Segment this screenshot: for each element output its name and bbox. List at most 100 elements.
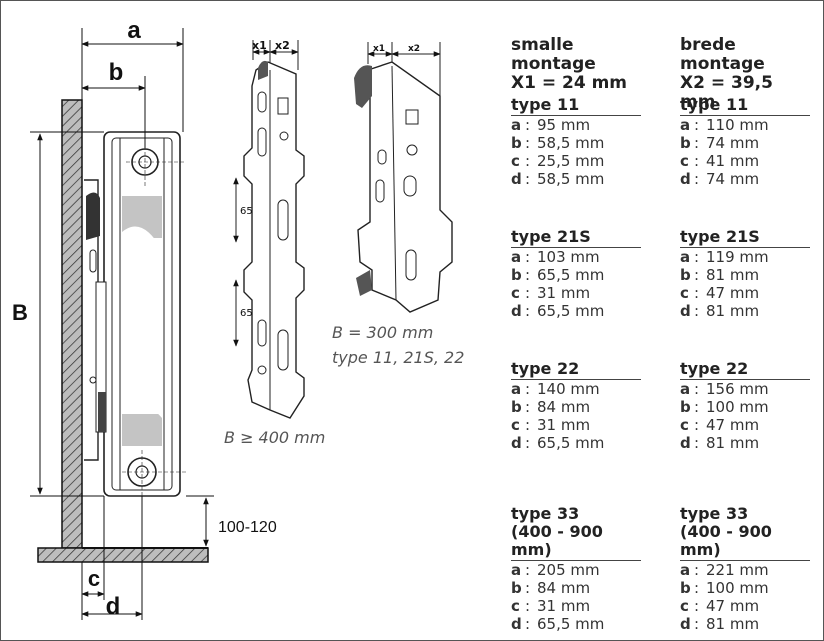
dimension-value: 100 mm <box>706 579 769 597</box>
spec-column-narrow: smalle montage X1 = 24 mm <box>511 36 641 93</box>
column-heading: brede montage <box>680 35 765 74</box>
separator: : <box>525 398 531 416</box>
dim-65-bottom: 65 <box>240 308 253 319</box>
dimension-row: b:100 mm <box>680 398 810 416</box>
dimension-key: d <box>680 302 691 320</box>
wall-floor <box>37 99 209 563</box>
separator: : <box>694 398 700 416</box>
dimension-key: a <box>680 561 691 579</box>
type-title: type 22 <box>511 360 641 380</box>
separator: : <box>525 561 531 579</box>
dimension-row: a:221 mm <box>680 561 810 579</box>
dimension-value: 31 mm <box>537 597 591 615</box>
separator: : <box>525 579 531 597</box>
separator: : <box>694 170 700 188</box>
dimension-value: 65,5 mm <box>537 266 605 284</box>
dimension-row: d:81 mm <box>680 615 810 633</box>
dimension-key: b <box>511 266 522 284</box>
dimension-row: d:65,5 mm <box>511 615 641 633</box>
bracket-short-outline <box>357 61 453 313</box>
bracket-tall <box>233 40 305 419</box>
dimension-value: 31 mm <box>537 416 591 434</box>
dimension-key: d <box>511 615 522 633</box>
dimension-key: b <box>680 134 691 152</box>
type-title: type 11 <box>511 96 641 116</box>
dim-c-label: c <box>88 566 100 591</box>
dimension-value: 65,5 mm <box>537 434 605 452</box>
dimension-row: c:31 mm <box>511 284 641 302</box>
dimension-key: b <box>511 398 522 416</box>
dimension-row: d:65,5 mm <box>511 434 641 452</box>
dimension-key: a <box>680 116 691 134</box>
dimension-value: 81 mm <box>706 434 760 452</box>
bracket-short <box>354 42 453 313</box>
separator: : <box>525 134 531 152</box>
dimension-row: b:84 mm <box>511 398 641 416</box>
dimension-row: b:100 mm <box>680 579 810 597</box>
dimension-row: a:140 mm <box>511 380 641 398</box>
dimension-value: 47 mm <box>706 597 760 615</box>
dimension-key: b <box>511 579 522 597</box>
floor <box>37 547 209 563</box>
separator: : <box>694 284 700 302</box>
dimension-row: b:81 mm <box>680 266 810 284</box>
bracket-tall-outline <box>243 61 305 419</box>
dimension-key: d <box>511 170 522 188</box>
dimension-row: c:31 mm <box>511 597 641 615</box>
dimension-key: c <box>511 152 520 170</box>
type-size-range: (400 - 900 mm) <box>511 523 641 561</box>
radiator-panel-shade-bottom <box>122 404 162 446</box>
dimension-value: 81 mm <box>706 302 760 320</box>
x2-small-label: x2 <box>408 44 420 54</box>
dimension-value: 221 mm <box>706 561 769 579</box>
dimension-row: b:58,5 mm <box>511 134 641 152</box>
dimension-row: d:58,5 mm <box>511 170 641 188</box>
dimension-row: a:119 mm <box>680 248 810 266</box>
spec-column-wide: brede montage X2 = 39,5 mm <box>680 36 810 112</box>
radiator-side-view <box>84 131 186 497</box>
dim-B-label: B <box>12 300 28 325</box>
dimension-lines <box>30 28 214 620</box>
separator: : <box>694 615 700 633</box>
caption-bracket-short-1: B = 300 mm <box>332 323 433 342</box>
dimension-row: a:205 mm <box>511 561 641 579</box>
dim-65-top: 65 <box>240 206 253 217</box>
dimension-value: 65,5 mm <box>537 615 605 633</box>
dimension-row: c:25,5 mm <box>511 152 641 170</box>
column-heading: smalle montage <box>511 35 596 74</box>
dim-b-label: b <box>109 59 124 86</box>
dimension-key: c <box>680 284 689 302</box>
dim-floor-gap-label: 100-120 <box>218 519 277 536</box>
separator: : <box>694 561 700 579</box>
type-title: type 11 <box>680 96 810 116</box>
caption-bracket-tall: B ≥ 400 mm <box>224 428 325 447</box>
type-size-range: (400 - 900 mm) <box>680 523 810 561</box>
dimension-key: c <box>511 416 520 434</box>
separator: : <box>694 134 700 152</box>
separator: : <box>525 248 531 266</box>
dimension-value: 205 mm <box>537 561 600 579</box>
column-subheading: X2 = 39,5 mm <box>680 73 773 112</box>
dimension-key: b <box>680 398 691 416</box>
x2-label: x2 <box>275 39 290 52</box>
dimension-row: c:31 mm <box>511 416 641 434</box>
type-title: type 21S <box>511 228 641 248</box>
dimension-value: 119 mm <box>706 248 769 266</box>
dimension-row: b:74 mm <box>680 134 810 152</box>
dimension-key: b <box>680 579 691 597</box>
dimension-key: d <box>680 615 691 633</box>
dimension-row: b:65,5 mm <box>511 266 641 284</box>
separator: : <box>525 152 531 170</box>
separator: : <box>694 597 700 615</box>
dimension-key: c <box>680 597 689 615</box>
separator: : <box>525 284 531 302</box>
dimension-key: a <box>680 380 691 398</box>
separator: : <box>525 266 531 284</box>
separator: : <box>694 152 700 170</box>
separator: : <box>525 302 531 320</box>
dimension-value: 47 mm <box>706 416 760 434</box>
